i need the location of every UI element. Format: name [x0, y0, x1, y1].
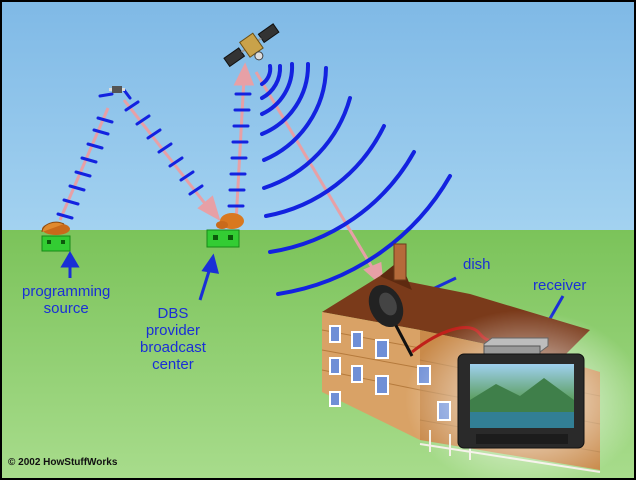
uplink-beam-2 [233, 62, 255, 223]
receiver-box-icon [483, 337, 549, 355]
satellite-dish-icon [368, 284, 414, 357]
programming-source-label: programming source [22, 283, 111, 317]
dish-label: dish [463, 256, 491, 273]
broadcast-center-building-icon [206, 213, 244, 248]
broadcast-waves [260, 62, 452, 296]
dbs-provider-label: DBS provider broadcast center [140, 305, 206, 373]
signal-ticks [56, 88, 252, 220]
small-satellite-icon [109, 86, 125, 93]
receiver-label: receiver [533, 277, 587, 294]
programming-source-building-icon [41, 221, 71, 252]
copyright-text: © 2002 HowStuffWorks [8, 457, 118, 468]
satellite-icon [223, 23, 280, 68]
television-icon [457, 353, 585, 449]
